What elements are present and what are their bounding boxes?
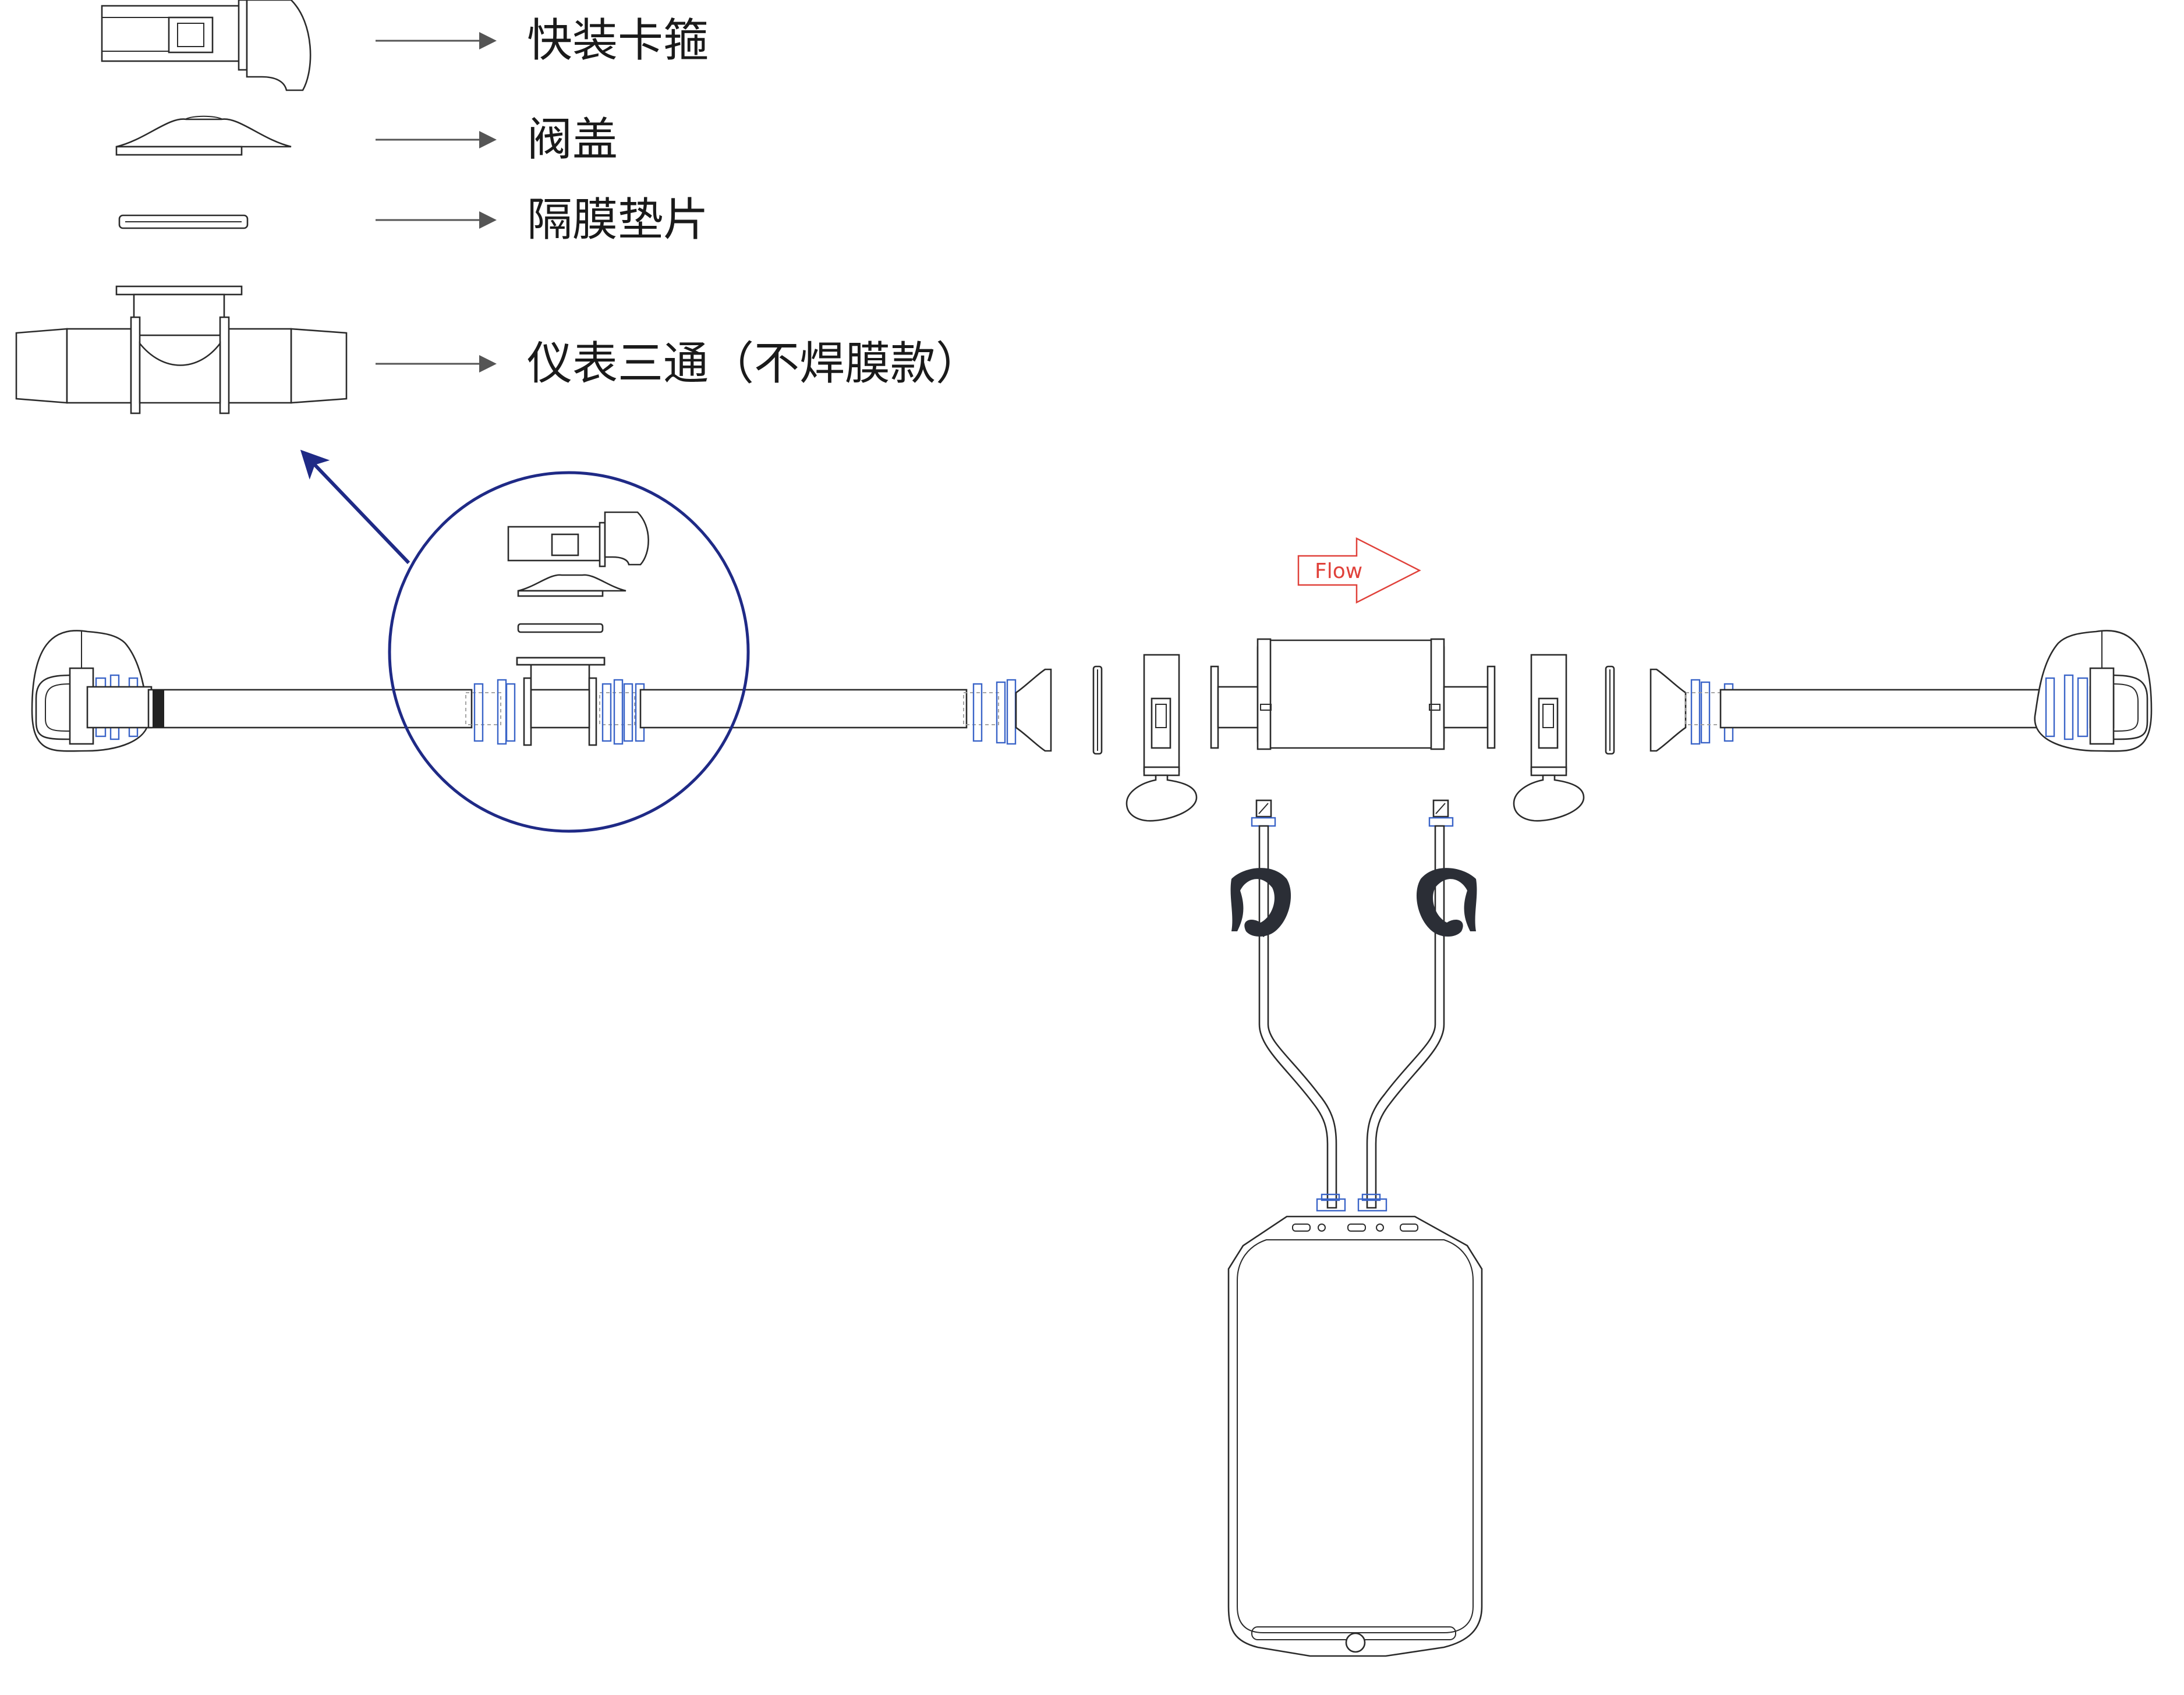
left-tube-band [153, 690, 164, 728]
right-end-cap [2034, 630, 2153, 752]
clamp-part-drawing [101, 0, 312, 91]
left-tube-segment [147, 689, 473, 729]
left-clamp [1125, 654, 1198, 822]
drain-branch-right [1366, 799, 1477, 1209]
arrow-up-left-icon [300, 449, 410, 565]
right-clamp [1513, 654, 1585, 822]
flow-label: Flow [1315, 559, 1362, 583]
diaphragm-gasket-part-drawing [118, 214, 249, 229]
bag-inlet-fittings [1316, 1193, 1387, 1212]
right-tube-segment [1719, 689, 2059, 729]
filter-housing [1210, 638, 1496, 750]
middle-tube-segment [639, 689, 968, 729]
flow-arrow-icon: Flow [1297, 537, 1421, 604]
valve-cap-part-drawing [115, 115, 292, 156]
left-flare-connector [963, 668, 1052, 752]
callout-mini-tee [516, 657, 606, 666]
inline-tee-assembly [465, 657, 645, 746]
drain-branch-left [1230, 799, 1337, 1209]
diaphragm-gasket-label: 隔膜垫片 [527, 194, 709, 246]
callout-mini-cap [517, 574, 626, 597]
callout-mini-clamp [507, 511, 649, 568]
valve-cap-label: 阀盖 [527, 114, 618, 166]
left-end-cap [31, 630, 153, 752]
tee-label: 仪表三通（不焊膜款） [527, 338, 981, 390]
clamp-label: 快装卡箍 [527, 15, 709, 67]
callout-mini-gasket [517, 623, 604, 633]
tee-part-drawing [15, 285, 348, 414]
collection-bag [1227, 1215, 1483, 1657]
right-flare-connector [1649, 668, 1734, 752]
detail-callout [300, 449, 750, 833]
